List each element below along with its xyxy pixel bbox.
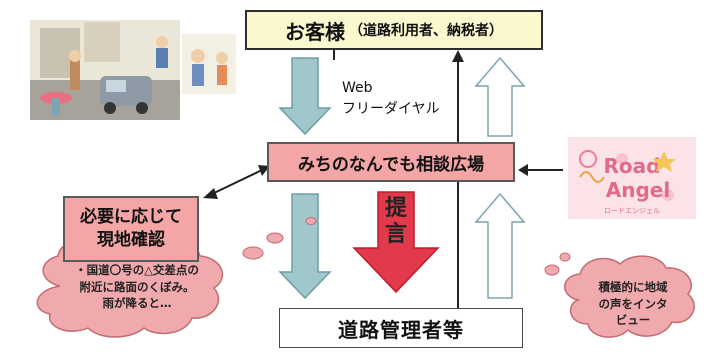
road-administrator-box: 道路管理者等 — [279, 308, 523, 348]
right-cloud-line-2: の声をインタ — [598, 296, 668, 311]
svg-text:Road: Road — [604, 154, 661, 178]
right-cloud-shape — [564, 255, 695, 338]
right-cloud-text: 積極的に地域 の声をインタ ビュー — [580, 279, 686, 329]
channel-web: Web — [342, 80, 373, 96]
left-cloud-text: ・国道〇号の△交差点の 附近に路面のくぼみ。 雨が降ると… — [52, 262, 222, 312]
right-cloud-line-1: 積極的に地域 — [598, 280, 668, 294]
arrow-up-admin-to-hub — [474, 192, 526, 299]
proposal-char-1: 提 — [384, 196, 407, 221]
road-angel-logo: Road Angel ロードエンジェル — [568, 137, 696, 219]
double-arrow-hub-check — [211, 169, 263, 195]
left-cloud-bubble-medium — [266, 232, 284, 244]
right-cloud-bubble-medium — [544, 264, 560, 276]
street-scene-illustration — [30, 20, 236, 120]
arrow-down-hub-to-admin — [278, 193, 332, 300]
hub-label: みちのなんでも相談広場 — [297, 154, 485, 175]
right-cloud-bubble-small — [559, 252, 571, 262]
proposal-char-2: 言 — [384, 222, 407, 248]
feedback-arrowhead — [452, 50, 464, 62]
left-cloud-bubble-large — [242, 246, 264, 260]
admin-label: 道路管理者等 — [338, 317, 464, 342]
arrow-logo-to-hub-head — [518, 164, 528, 176]
left-cloud-line-1: ・国道〇号の△交差点の — [75, 263, 199, 277]
svg-text:ロードエンジェル: ロードエンジェル — [604, 207, 660, 215]
left-cloud-line-3: 雨が降ると… — [102, 296, 172, 311]
arrow-up-hub-to-customer — [474, 56, 526, 137]
check-line-2: 現地確認 — [97, 230, 165, 250]
left-cloud-bubble-small — [305, 217, 317, 225]
left-cloud-line-2: 附近に路面のくぼみ。 — [79, 279, 195, 294]
customer-box: お客様 （道路利用者、納税者） — [245, 10, 543, 50]
consultation-hub-box: みちのなんでも相談広場 — [267, 142, 515, 182]
proposal-label: 提 言 — [376, 196, 416, 249]
customer-title: お客様 — [285, 19, 345, 44]
proposal-arrow — [352, 191, 440, 294]
onsite-check-box: 必要に応じて 現地確認 — [63, 196, 199, 262]
svg-text:Angel: Angel — [606, 178, 670, 202]
customer-subtitle: （道路利用者、納税者） — [349, 23, 503, 39]
double-arrow-head-left — [203, 188, 218, 199]
check-line-1: 必要に応じて — [80, 207, 182, 228]
channel-label: Web フリーダイヤル — [342, 78, 440, 120]
right-cloud-line-3: ビュー — [615, 313, 651, 328]
channel-freedial: フリーダイヤル — [342, 101, 440, 117]
arrow-down-customer-to-hub — [278, 57, 332, 136]
